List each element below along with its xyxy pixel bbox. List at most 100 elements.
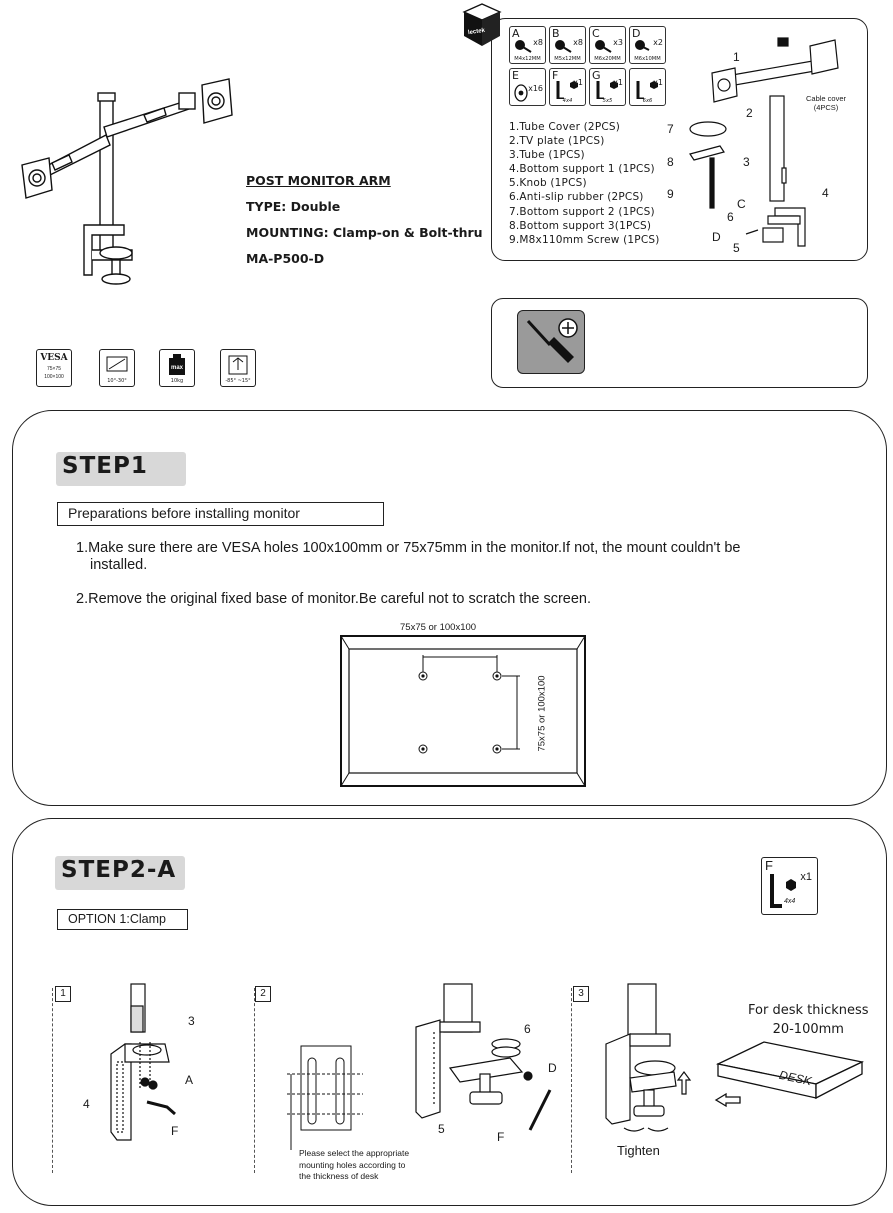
rotate-caption: -85° ~15° [225, 378, 251, 384]
hardware-size: 6x6 [642, 98, 653, 104]
desk-note-line1: For desk thickness [748, 1003, 869, 1018]
substep-3-drawing [605, 983, 692, 1132]
product-title: POST MONITOR ARM [246, 173, 391, 188]
hardware-d: D x2 M6x10MM [629, 26, 666, 64]
hardware-a: A x8 M4x12MM [509, 26, 546, 64]
parts-list-item: 1.Tube Cover (2PCS) [509, 121, 621, 133]
substep-1-label-f: F [171, 1124, 179, 1138]
screw-icon [595, 40, 612, 53]
parts-list-item: 3.Tube (1PCS) [509, 149, 585, 162]
hardware-h: x1 6x6 [629, 68, 666, 106]
tool-qty: x1 [800, 871, 812, 883]
label-d: D [712, 230, 721, 244]
label-5: 5 [733, 241, 740, 255]
substep-2-bracket-diagram [285, 1040, 365, 1150]
product-info: POST MONITOR ARM TYPE: Double MOUNTING: … [246, 168, 483, 272]
vesa-line2: 100×100 [44, 374, 64, 380]
tilt-drawing [106, 356, 128, 372]
hardware-c: C x3 M6x20MM [589, 26, 626, 64]
parts-list-item: 7.Bottom support 2 (1PCS) [509, 205, 655, 218]
screw-icon [635, 40, 650, 51]
label-9: 9 [667, 187, 674, 201]
substep-2-label-5: 5 [438, 1122, 445, 1136]
desk-diagram [710, 1040, 870, 1110]
substep-2-number: 2 [255, 986, 271, 1002]
weight-badge: max [170, 365, 183, 371]
step1-subtitle: Preparations before installing monitor [57, 502, 384, 526]
allen-key-icon [556, 81, 578, 99]
parts-list-item: 9.M8x110mm Screw (1PCS) [509, 233, 660, 246]
substep-3-clamp-diagram [600, 982, 710, 1142]
vesa-icon: VESA 75×75 100×100 [36, 349, 72, 387]
step1-panel [12, 410, 887, 806]
tilt-caption: 10°-30° [107, 378, 127, 384]
hardware-qty: x1 [653, 78, 663, 87]
separator-1 [52, 988, 53, 1173]
label-4: 4 [822, 186, 829, 200]
step1-title: STEP1 [56, 452, 186, 486]
label-7: 7 [667, 122, 674, 136]
mounting-label: MOUNTING [246, 225, 324, 240]
hardware-size: M6x10MM [634, 56, 661, 62]
hardware-b: B x8 M5x12MM [549, 26, 586, 64]
tool-box [491, 298, 868, 388]
label-1: 1 [733, 50, 740, 64]
mounting-value: : Clamp-on & Bolt-thru [323, 225, 483, 240]
desk-note-line2: 20-100mm [772, 1022, 844, 1037]
rotate-drawing [228, 355, 248, 375]
substep-1-drawing [110, 983, 176, 1141]
hardware-size: M5x12MM [554, 56, 581, 62]
separator-3 [571, 988, 572, 1173]
substep-2-label-f: F [497, 1130, 505, 1144]
step2a-subtitle: OPTION 1:Clamp [57, 909, 188, 930]
label-c: C [737, 197, 746, 211]
screw-icon [555, 40, 572, 53]
hardware-letter: D [632, 27, 641, 40]
substep-1-label-4: 4 [83, 1097, 90, 1111]
vesa-line1: 75×75 [46, 366, 62, 372]
label-8: 8 [667, 155, 674, 169]
cable-cover-text: Cable cover [806, 94, 847, 103]
dual-monitor-arm-drawing [21, 78, 233, 285]
allen-key-f-tool: F x1 4x4 [761, 857, 818, 915]
hardware-f: F x1 4x4 [549, 68, 586, 106]
package-icon: lectek [460, 2, 506, 48]
hardware-letter: A [512, 27, 520, 40]
bracket-holes-drawing [287, 1045, 363, 1150]
parts-list-item: 5.Knob (1PCS) [509, 177, 587, 190]
allen-key-icon [596, 81, 618, 99]
substep-1-label-3: 3 [188, 1014, 195, 1028]
weight-caption: 10kg [170, 378, 184, 384]
product-illustration [14, 75, 244, 290]
monitor-back-drawing [340, 635, 586, 787]
parts-list-item: 6.Anti-slip rubber (2PCS) [509, 191, 644, 204]
hardware-e: E x16 [509, 68, 546, 106]
hardware-g: G x1 5x5 [589, 68, 626, 106]
hardware-qty: x8 [573, 38, 583, 47]
parts-box [491, 18, 868, 261]
hardware-letter: G [592, 69, 601, 82]
tilt-icon: 10°-30° [99, 349, 135, 387]
hardware-qty: x16 [528, 84, 543, 93]
exploded-parts-diagram [660, 28, 865, 258]
note-line: mounting holes according to [299, 1159, 406, 1170]
product-model: MA-P500-D [246, 251, 325, 266]
parts-list-item: 8.Bottom support 3(1PCS) [509, 219, 652, 232]
parts-list: 1.Tube Cover (2PCS) 2.TV plate (1PCS) 3.… [509, 120, 660, 247]
hardware-size: M4x12MM [514, 56, 541, 62]
note-line: the thickness of desk [299, 1171, 379, 1181]
step1-item1-line1: 1.Make sure there are VESA holes 100x100… [76, 540, 741, 556]
product-type: TYPE: Double [246, 199, 341, 214]
washer-icon [514, 84, 528, 102]
desk-thickness-note: For desk thickness 20-100mm [748, 1001, 869, 1039]
separator-2 [254, 988, 255, 1173]
substep-2-note: Please select the appropriate mounting h… [299, 1148, 409, 1183]
vesa-title: VESA [40, 353, 68, 363]
hardware-letter: B [552, 27, 560, 40]
allen-key-icon [770, 874, 796, 908]
label-6: 6 [727, 210, 734, 224]
weight-drawing [169, 354, 185, 375]
hardware-letter: E [512, 69, 519, 82]
hardware-letter: C [592, 27, 600, 40]
parts-list-item: 4.Bottom support 1 (1PCS) [509, 163, 655, 176]
